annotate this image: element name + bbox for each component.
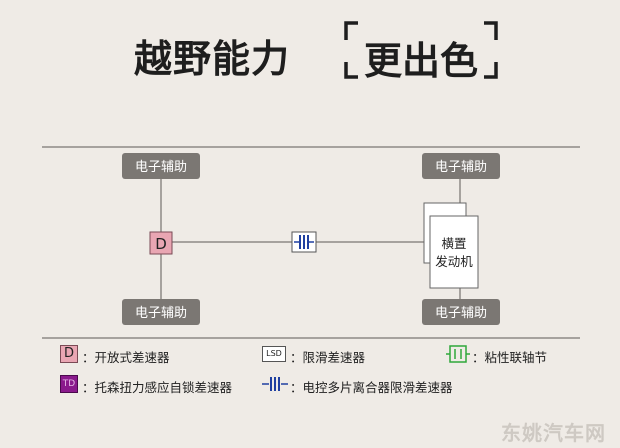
svg-text:D: D (155, 235, 167, 253)
center-multiplate-clutch-icon (291, 231, 317, 253)
assist-box-rear-bottom: 电子辅助 (422, 299, 500, 325)
title-bracket-right-icon (484, 21, 498, 79)
legend-label-torsen-diff: ：托森扭力感应自锁差速器 (82, 380, 233, 395)
legend-lsd-icon: LSD (262, 346, 286, 362)
legend-label-lsd: ：限滑差速器 (290, 350, 366, 365)
engine-label-line2: 发动机 (435, 254, 473, 269)
assist-label: 电子辅助 (435, 306, 487, 321)
assist-label: 电子辅助 (435, 160, 487, 175)
assist-box-front-bottom: 电子辅助 (122, 299, 200, 325)
assist-label: 电子辅助 (135, 306, 187, 321)
transverse-engine-box: 横置 发动机 (423, 202, 479, 289)
title-bracket-left-icon (344, 21, 358, 79)
legend-multiplate-clutch-icon (262, 377, 288, 391)
watermark: 东姚汽车网 (501, 421, 606, 445)
assist-box-front-top: 电子辅助 (122, 153, 200, 179)
title-accent: 更出色 (364, 39, 479, 83)
legend-open-diff-icon: D (60, 345, 78, 363)
legend-viscous-coupling-icon (446, 345, 470, 363)
title-main: 越野能力 (134, 37, 291, 81)
engine-label-line1: 横置 (441, 236, 466, 251)
legend-torsen-diff-icon: TD (60, 375, 78, 393)
assist-label: 电子辅助 (135, 160, 187, 175)
legend-label-multiplate-clutch: ：电控多片离合器限滑差速器 (290, 380, 453, 395)
front-open-diff-icon: D (149, 231, 173, 255)
assist-box-rear-top: 电子辅助 (422, 153, 500, 179)
legend-label-viscous-coupling: ：粘性联轴节 (472, 350, 548, 365)
legend-label-open-diff: ：开放式差速器 (82, 350, 170, 365)
